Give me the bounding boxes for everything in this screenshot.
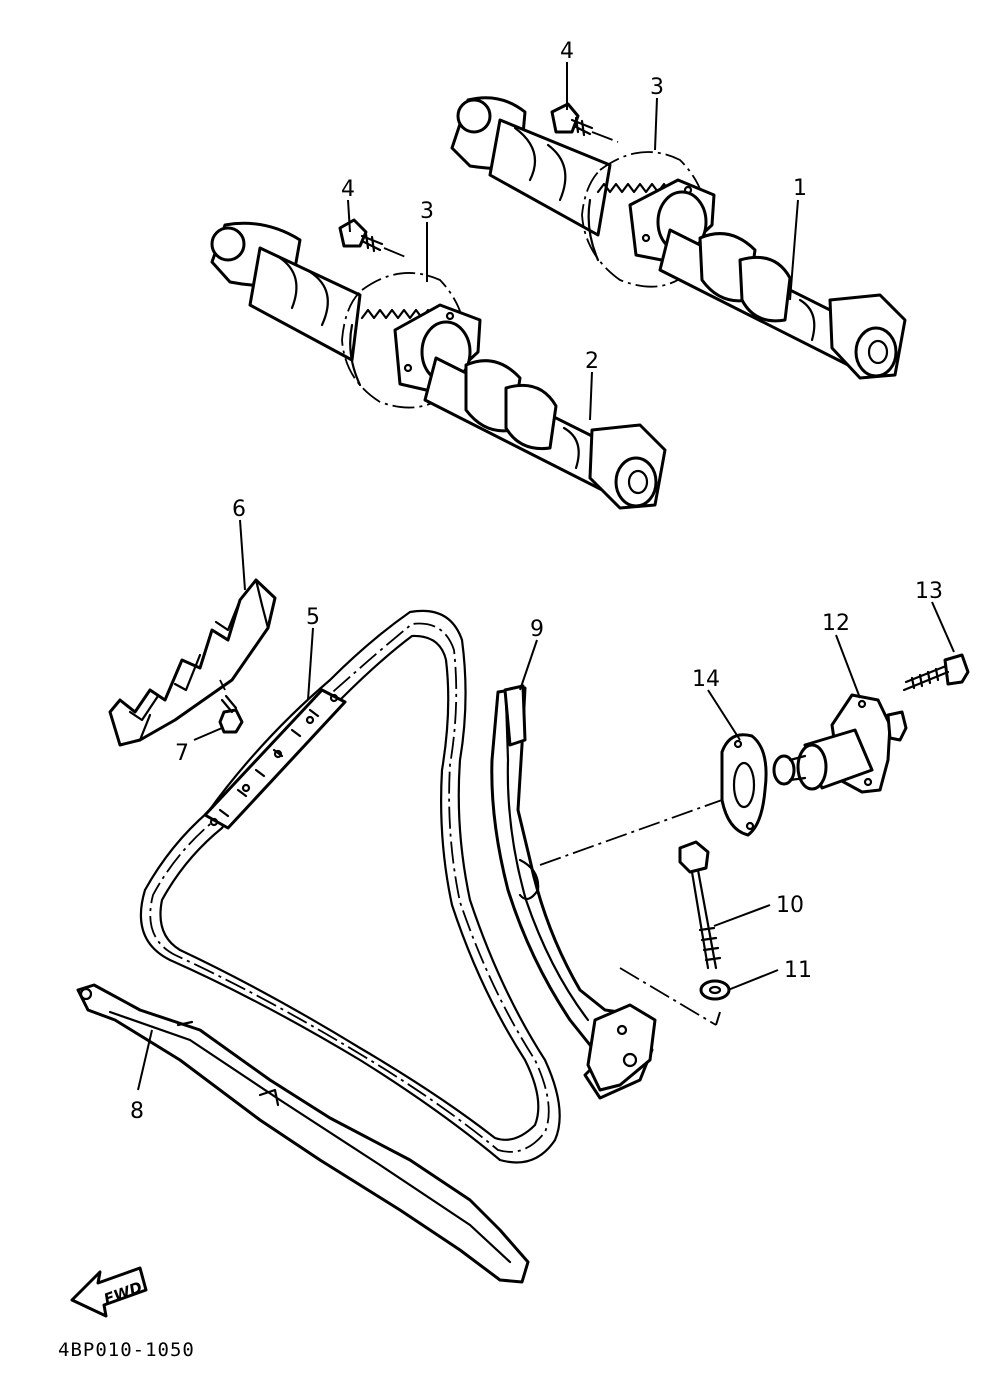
label-4-lower: 4 (341, 177, 355, 202)
gasket-14-icon (720, 733, 768, 837)
label-7: 7 (175, 741, 189, 766)
label-4-upper: 4 (560, 39, 574, 64)
label-9: 9 (530, 617, 544, 642)
bolt-13-icon (902, 653, 970, 692)
washer-11-icon (699, 979, 731, 1001)
timing-chain-5-icon (139, 609, 561, 1164)
label-13: 13 (915, 579, 943, 604)
camshaft-2-icon (210, 221, 667, 510)
assembly-tick (715, 1011, 721, 1026)
drawing-code: 4BP010-1050 (58, 1339, 195, 1361)
bolt-10-icon (678, 840, 722, 970)
assembly-line-bolt (619, 967, 717, 1026)
label-1: 1 (793, 176, 807, 201)
label-5: 5 (306, 605, 320, 630)
assembly-line-gasket (539, 799, 723, 866)
sprocket-bolt-upper-icon (550, 102, 619, 143)
leader-lines (137, 62, 955, 1091)
guide-bolt-7-icon (218, 679, 244, 734)
label-3-lower: 3 (420, 199, 434, 224)
label-14: 14 (692, 667, 720, 692)
chain-guide-8-icon (76, 983, 530, 1284)
chain-tensioner-12-icon (772, 693, 908, 794)
label-3-upper: 3 (650, 75, 664, 100)
label-10: 10 (776, 893, 804, 918)
label-8: 8 (130, 1099, 144, 1124)
fwd-arrow-icon: FWD (70, 1266, 148, 1318)
label-2: 2 (585, 349, 599, 374)
label-11: 11 (784, 958, 812, 983)
chain-guide-6-icon (108, 578, 277, 747)
label-6: 6 (232, 497, 246, 522)
label-12: 12 (822, 611, 850, 636)
sprocket-bolt-lower-icon (338, 218, 409, 259)
chain-guide-9-icon (490, 684, 657, 1100)
camshaft-1-icon (450, 96, 907, 380)
